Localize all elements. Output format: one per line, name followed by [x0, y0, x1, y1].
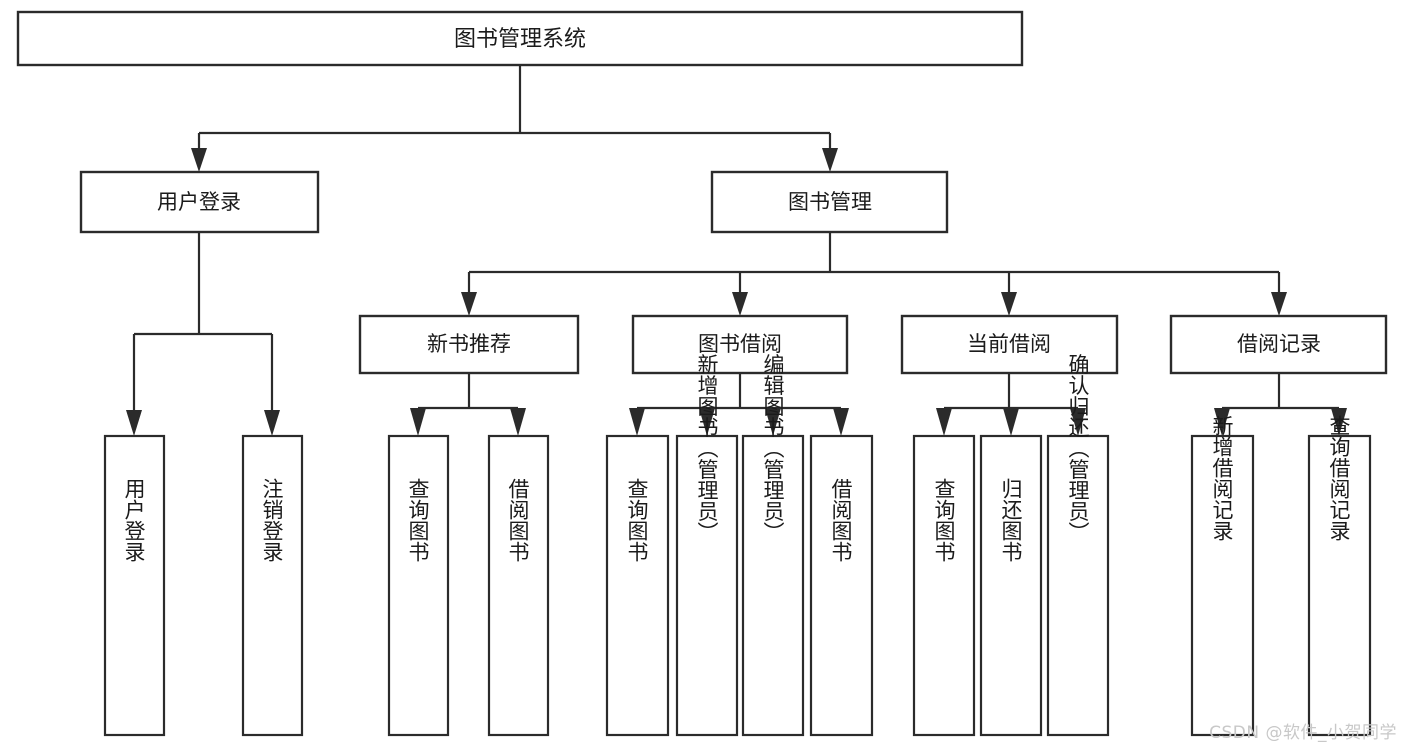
leaf-add-book-label: 新增图书（管理员） — [695, 354, 719, 543]
leaf-edit-book-label: 编辑图书（管理员） — [761, 354, 785, 543]
leaf-query-book-1-label: 查询图书 — [406, 478, 430, 562]
leaf-add-book-box — [675, 434, 739, 737]
node-borrow-record-box — [1169, 314, 1388, 375]
leaf-query-book-2-box — [605, 434, 670, 737]
node-user-login-label: 用户登录 — [157, 190, 241, 214]
arrow-head-borrow-record — [1271, 292, 1287, 316]
leaf-borrow-book-2-label: 借阅图书 — [829, 478, 853, 562]
leaf-query-book-1-box — [387, 434, 450, 737]
leaf-logout-label: 注销登录 — [260, 478, 284, 562]
arrow-head-current-borrow — [1001, 292, 1017, 316]
arrow-head-leaf-add-book — [699, 408, 715, 436]
node-new-book-recommend-label: 新书推荐 — [427, 332, 511, 356]
node-new-book-recommend[interactable]: 新书推荐 — [358, 314, 580, 375]
leaf-confirm-return-box — [1046, 434, 1110, 737]
arrow-head-book-manage — [822, 148, 838, 172]
arrow-head-user-login — [191, 148, 207, 172]
arrow-head-leaf-query-book-1 — [410, 408, 426, 436]
arrow-head-leaf-borrow-book-2 — [833, 408, 849, 436]
arrow-head-leaf-add-record — [1214, 408, 1230, 436]
node-current-borrow-label: 当前借阅 — [967, 332, 1051, 356]
leaf-query-record-box — [1307, 434, 1372, 737]
node-new-book-recommend-box — [358, 314, 580, 375]
node-book-manage-box — [710, 170, 949, 234]
arrow-head-leaf-borrow-book-1 — [510, 408, 526, 436]
leaf-borrow-book-1-label: 借阅图书 — [506, 478, 530, 562]
arrow-head-leaf-return-book — [1003, 408, 1019, 436]
node-current-borrow[interactable]: 当前借阅 — [900, 314, 1119, 375]
leaf-user-login[interactable]: 用户登录 — [103, 434, 166, 737]
leaf-return-book[interactable]: 归还图书 — [979, 434, 1043, 737]
leaf-borrow-book-2-box — [809, 434, 874, 737]
leaf-borrow-book-1-box — [487, 434, 550, 737]
arrow-head-leaf-query-record — [1331, 408, 1347, 436]
arrow-head-new-book-recommend — [461, 292, 477, 316]
leaf-query-book-2-label: 查询图书 — [625, 478, 649, 562]
arrow-head-leaf-logout — [264, 410, 280, 436]
connector-layer — [126, 65, 1347, 436]
leaf-confirm-return-label: 确认归还（管理员） — [1066, 354, 1090, 543]
leaf-logout[interactable]: 注销登录 — [241, 434, 304, 737]
leaf-query-record[interactable]: 查询借阅记录 — [1307, 415, 1372, 737]
leaf-query-book-2[interactable]: 查询图书 — [605, 434, 670, 737]
node-book-borrow[interactable]: 图书借阅 — [631, 314, 849, 375]
leaf-confirm-return[interactable]: 确认归还（管理员） — [1046, 354, 1110, 737]
leaf-logout-box — [241, 434, 304, 737]
arrow-head-book-borrow — [732, 292, 748, 316]
leaf-query-book-3-box — [912, 434, 976, 737]
leaf-add-record-label: 新增借阅记录 — [1210, 415, 1234, 541]
leaf-add-book[interactable]: 新增图书（管理员） — [675, 354, 739, 737]
node-borrow-record-label: 借阅记录 — [1237, 332, 1321, 356]
node-book-manage[interactable]: 图书管理 — [710, 170, 949, 234]
arrow-head-leaf-confirm-return — [1070, 408, 1086, 436]
arrow-head-leaf-edit-book — [765, 408, 781, 436]
leaf-borrow-book-2[interactable]: 借阅图书 — [809, 434, 874, 737]
arrow-head-leaf-user-login — [126, 410, 142, 436]
leaf-edit-book-box — [741, 434, 805, 737]
leaf-add-record[interactable]: 新增借阅记录 — [1190, 415, 1255, 737]
node-root-title-label: 图书管理系统 — [454, 27, 586, 52]
arrow-head-leaf-query-book-2 — [629, 408, 645, 436]
leaf-return-book-label: 归还图书 — [999, 478, 1023, 562]
leaf-borrow-book-1[interactable]: 借阅图书 — [487, 434, 550, 737]
node-book-borrow-box — [631, 314, 849, 375]
leaf-query-book-1[interactable]: 查询图书 — [387, 434, 450, 737]
node-book-manage-label: 图书管理 — [788, 190, 872, 214]
node-user-login-box — [79, 170, 320, 234]
leaf-query-record-label: 查询借阅记录 — [1327, 415, 1351, 541]
arrow-head-leaf-query-book-3 — [936, 408, 952, 436]
leaf-user-login-label: 用户登录 — [122, 478, 146, 562]
node-root-title-box — [16, 10, 1024, 67]
node-book-borrow-label: 图书借阅 — [698, 332, 782, 356]
leaf-add-record-box — [1190, 434, 1255, 737]
node-current-borrow-box — [900, 314, 1119, 375]
node-borrow-record[interactable]: 借阅记录 — [1169, 314, 1388, 375]
node-root-title[interactable]: 图书管理系统 — [16, 10, 1024, 67]
leaf-return-book-box — [979, 434, 1043, 737]
leaf-query-book-3[interactable]: 查询图书 — [912, 434, 976, 737]
leaf-edit-book[interactable]: 编辑图书（管理员） — [741, 354, 805, 737]
leaf-user-login-box — [103, 434, 166, 737]
leaf-query-book-3-label: 查询图书 — [932, 478, 956, 562]
node-user-login[interactable]: 用户登录 — [79, 170, 320, 234]
